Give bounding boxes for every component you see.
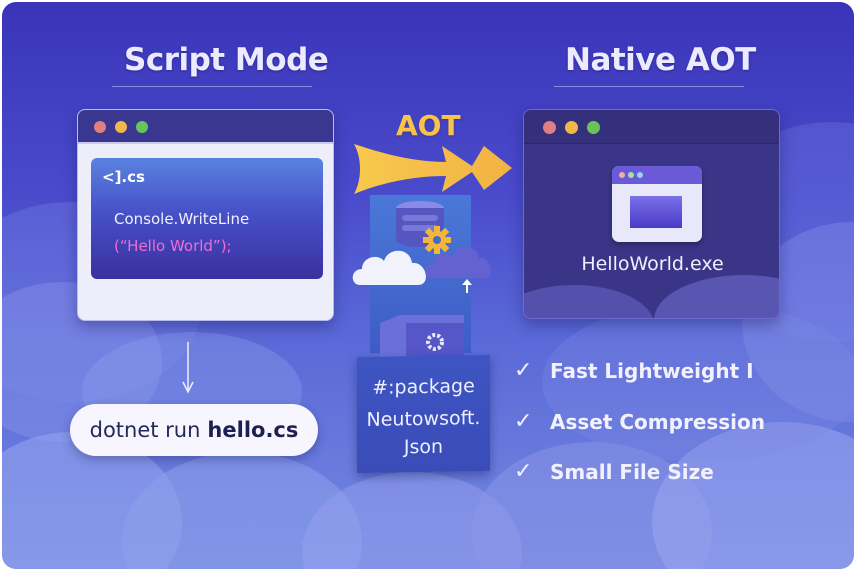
package-line-2: Neutowsoft. [366,407,481,431]
feature-item: ✓ Fast Lightweight I [514,358,754,383]
aot-label: AOT [396,109,461,142]
maximize-dot-icon [136,121,148,133]
command-file: hello.cs [207,418,299,442]
code-line-1: Console.WriteLine [114,210,250,228]
check-icon: ✓ [514,459,533,484]
title-divider [554,86,744,87]
native-aot-title: Native AOT [565,42,756,78]
gear-icon [423,226,451,254]
aot-arrow-icon [354,144,512,194]
feature-label: Asset Compression [550,409,766,434]
feature-label: Fast Lightweight I [550,358,754,383]
minimize-dot-icon [115,121,127,133]
down-arrow-icon [182,342,194,394]
box-icon [380,315,464,357]
window-titlebar [78,110,333,144]
package-line-1: #:package [372,375,475,399]
cloud-icon-blue [425,247,491,278]
feature-item: ✓ Asset Compression [514,409,765,434]
script-editor-window: <].cs Console.WriteLine (“Hello World”); [77,109,334,321]
native-app-window: HelloWorld.exe [523,109,780,319]
title-divider [112,86,312,87]
feature-label: Small File Size [550,459,714,484]
maximize-dot-icon [587,121,600,134]
package-directive-card: #:package Neutowsoft. Json [357,354,490,474]
close-dot-icon [543,121,556,134]
package-line-3: Json [403,435,444,459]
code-line-2: (“Hello World”); [114,237,232,255]
window-titlebar [524,110,779,144]
file-name: <].cs [102,168,145,186]
database-icon [396,201,444,247]
check-icon: ✓ [514,409,533,434]
feature-item: ✓ Small File Size [514,459,714,484]
cloud-icon [352,250,426,285]
app-window-icon [612,166,702,242]
close-dot-icon [94,121,106,133]
command-prefix: dotnet run [89,418,201,442]
minimize-dot-icon [565,121,578,134]
script-mode-title: Script Mode [124,42,329,78]
upload-arrow-icon [462,279,472,293]
exe-file-name: HelloWorld.exe [581,253,724,275]
code-panel: <].cs Console.WriteLine (“Hello World”); [91,158,323,279]
run-command-pill: dotnet run hello.cs [70,404,318,456]
check-icon: ✓ [514,358,533,383]
